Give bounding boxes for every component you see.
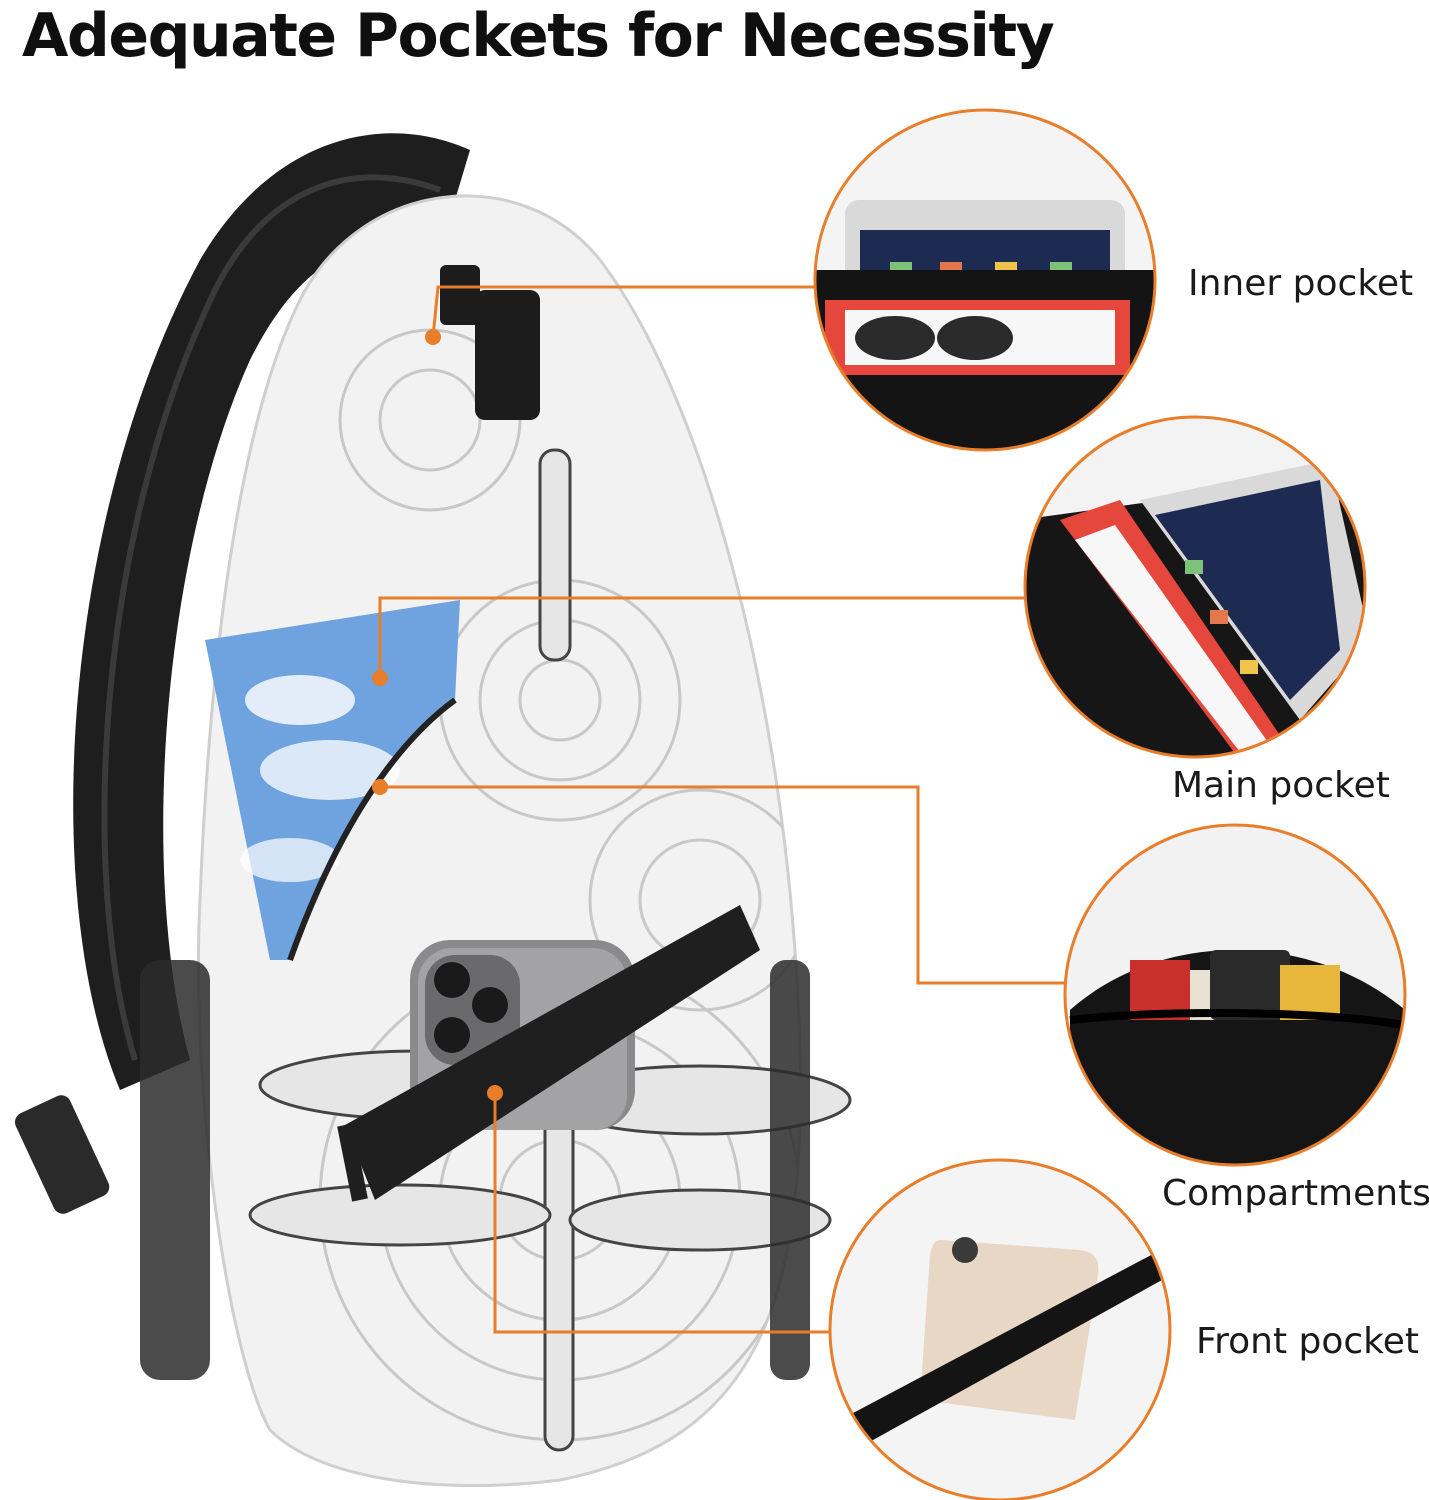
callout-label-compartments: Compartments bbox=[1162, 1173, 1429, 1214]
callout-label-main-pocket: Main pocket bbox=[1172, 765, 1390, 806]
callout-lines bbox=[378, 285, 1065, 1334]
callout-label-inner-pocket: Inner pocket bbox=[1188, 263, 1414, 304]
shoulder-strap bbox=[14, 133, 470, 1214]
callout-dots bbox=[372, 329, 503, 1101]
detail-circle-inner-pocket bbox=[813, 108, 1157, 452]
detail-circle-compartments bbox=[1063, 823, 1407, 1167]
callout-label-front-pocket: Front pocket bbox=[1196, 1321, 1419, 1362]
detail-circle-front-pocket bbox=[828, 1158, 1172, 1500]
front-pocket-zipper bbox=[337, 905, 760, 1202]
page-title: Adequate Pockets for Necessity bbox=[22, 1, 1055, 71]
detail-circle-main-pocket bbox=[1023, 415, 1367, 759]
book-in-main-pocket bbox=[205, 600, 460, 962]
